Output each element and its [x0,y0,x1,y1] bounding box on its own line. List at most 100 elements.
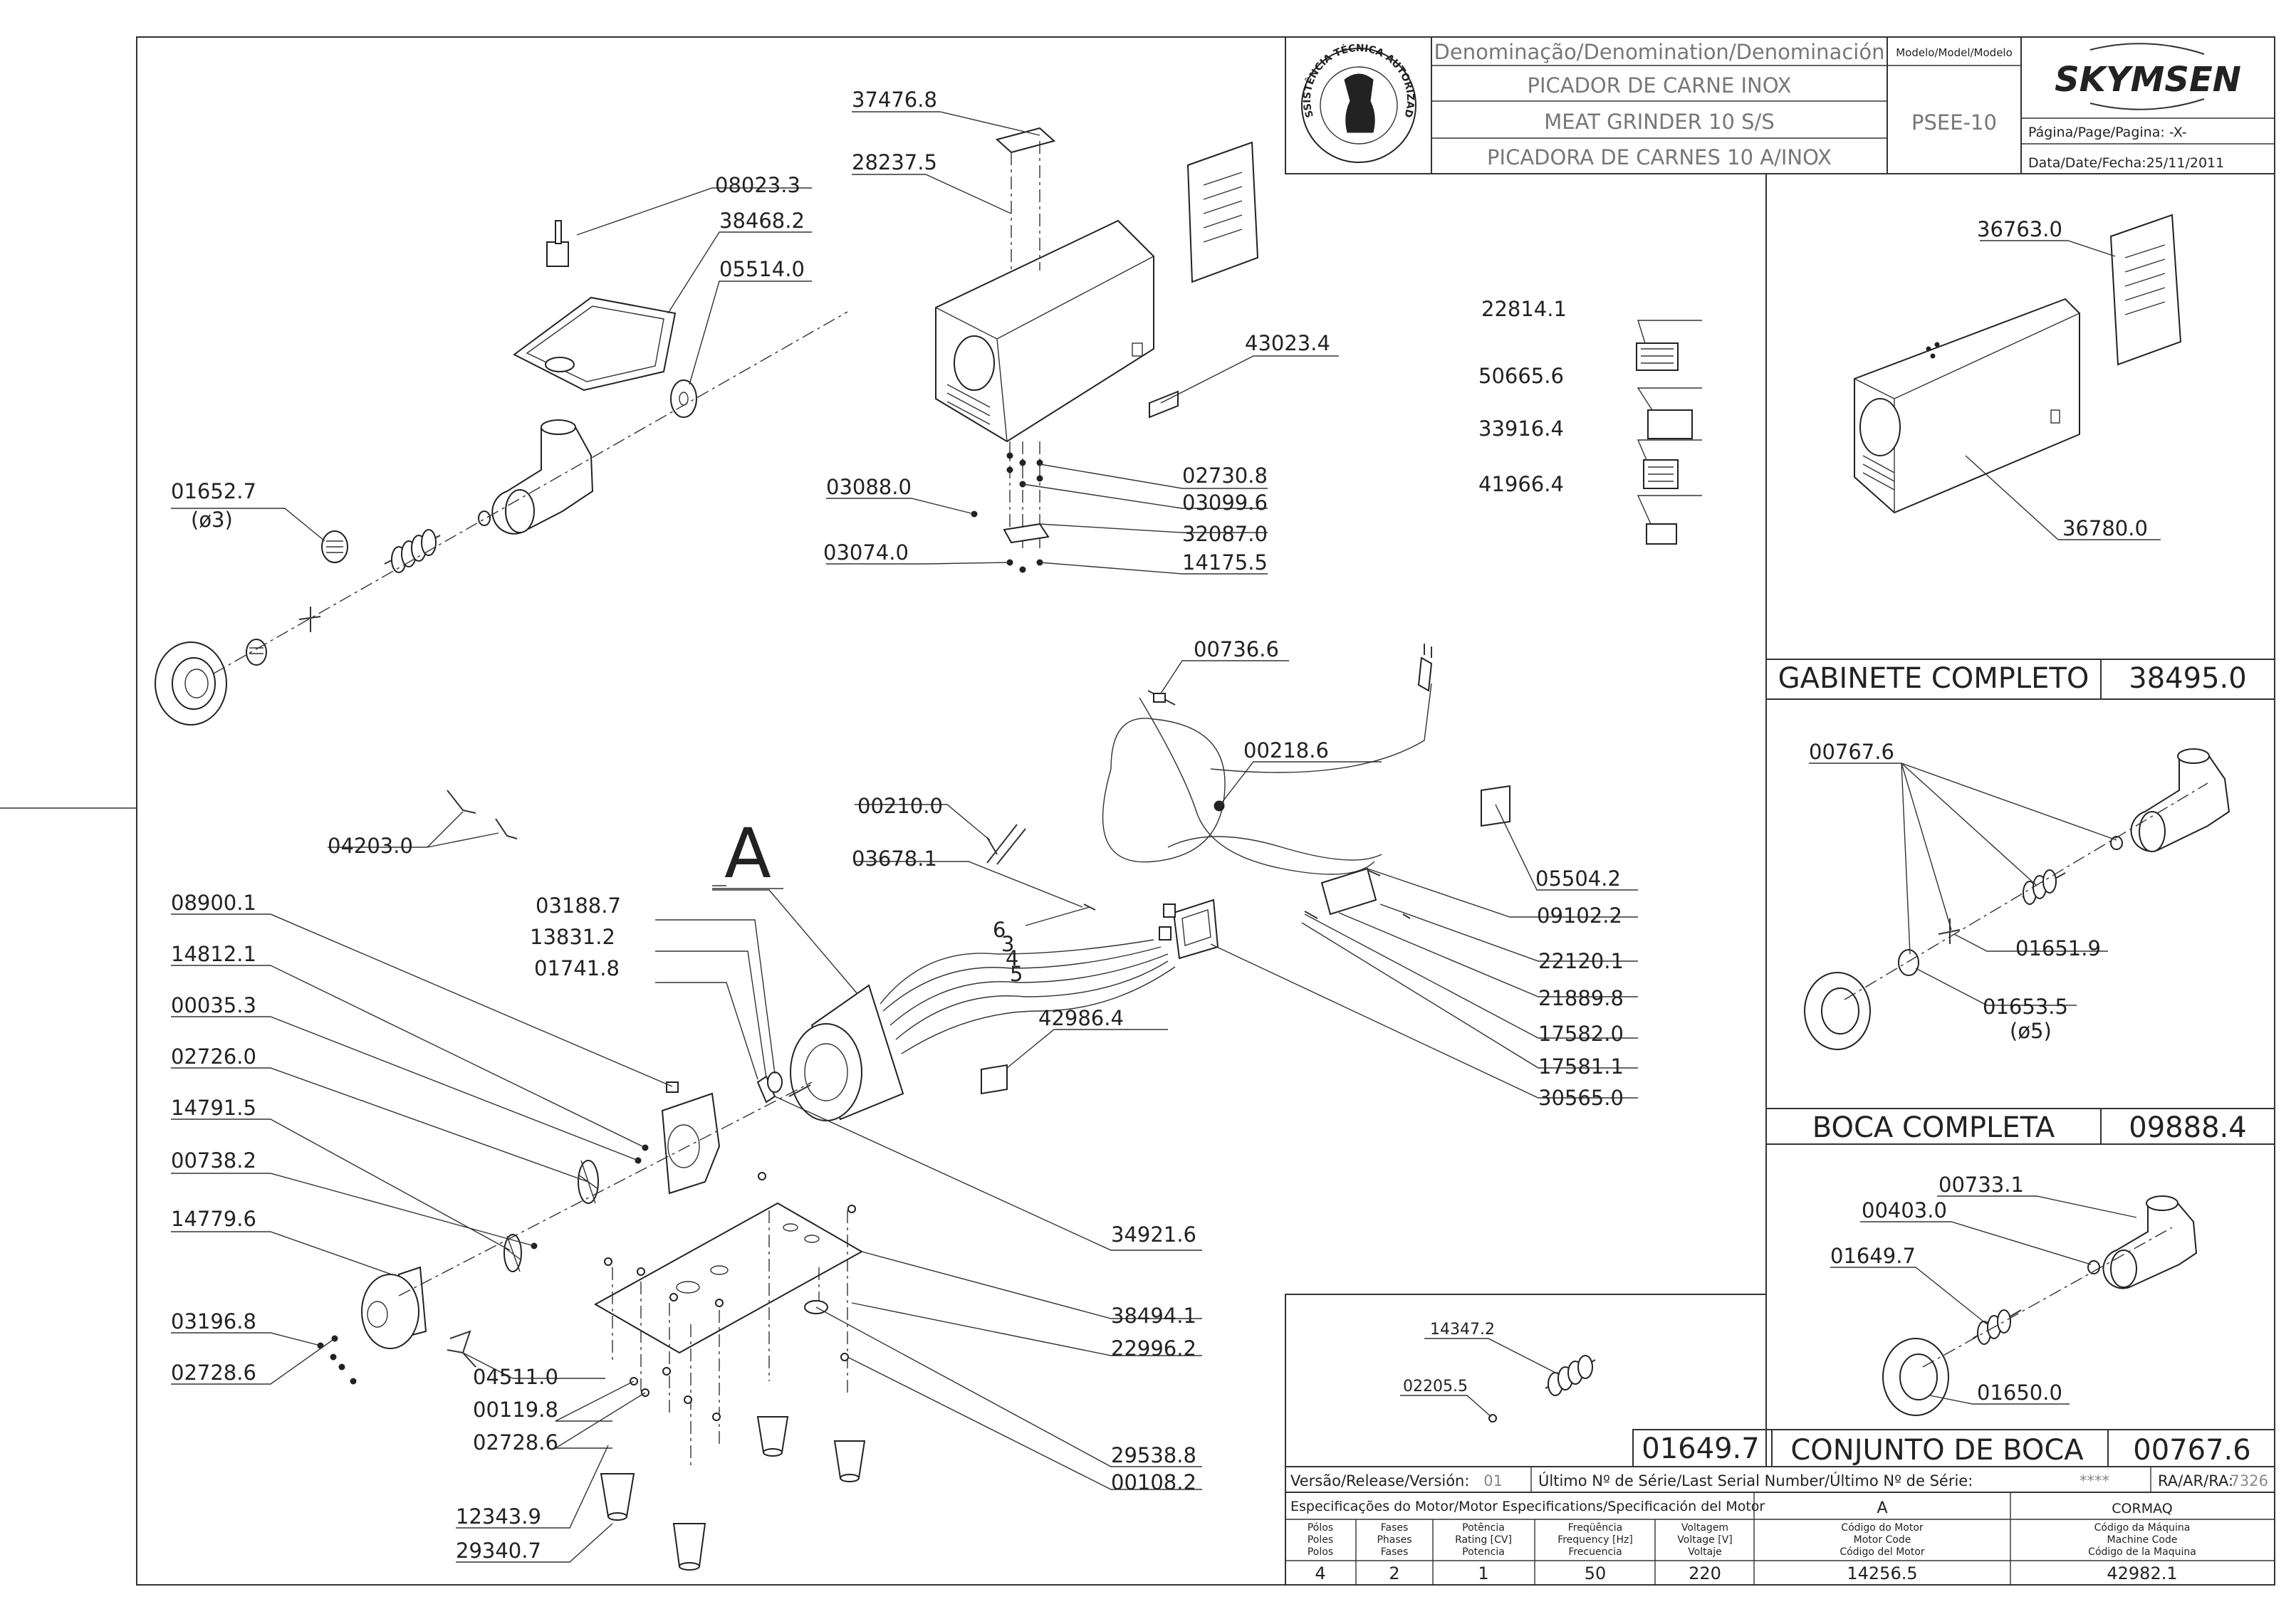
spec-label: Potencia [1462,1546,1505,1558]
part-label: 17582.0 [1538,1022,1624,1046]
base-plate [593,1202,864,1354]
wing-nut-part [447,1330,476,1368]
cabinet-assembly [935,127,1259,573]
name-pt: PICADOR DE CARNE INOX [1527,73,1791,98]
mouth-set-title: CONJUNTO DE BOCA [1790,1434,2084,1467]
part-label: 33916.4 [1478,417,1564,441]
mouth-set-code: 00767.6 [2133,1434,2250,1467]
spec-value-rating: 1 [1478,1563,1488,1583]
part-label: 32087.0 [1182,522,1268,546]
spec-label: Voltaje [1688,1546,1722,1558]
part-label: 41966.4 [1478,472,1564,496]
label-plate [1149,390,1179,419]
part-label: 03196.8 [171,1309,256,1334]
wire-number: 4 [1006,946,1018,970]
cabinet-body [935,219,1154,443]
wire-loop [1102,718,1226,863]
cabinet-panel-code: 38495.0 [2129,662,2246,695]
part-label: 38468.2 [719,209,805,233]
part-label: 02730.8 [1182,463,1268,488]
spec-label: Pólos [1308,1522,1333,1534]
part-label: 42986.4 [1038,1006,1124,1030]
part-label: 29538.8 [1111,1443,1196,1467]
wire-number: 3 [1001,932,1014,956]
part-label: 37476.8 [852,88,937,112]
part-label: 00210.0 [857,794,943,818]
part-label: 02728.6 [171,1361,256,1385]
part-label: 13831.2 [530,925,615,949]
part-label: 01653.5 [1983,995,2068,1019]
part-label: 00733.1 [1938,1173,2024,1197]
part-label: 01741.8 [534,956,620,980]
motor-spec-header: Especificações do Motor/Motor Especifica… [1290,1499,1765,1514]
part-label: 43023.4 [1245,331,1330,355]
spec-label: Phases [1377,1534,1411,1546]
spec-label: Potência [1462,1522,1505,1534]
mouth-set-left-code: 01649.7 [1642,1432,1759,1465]
part-label: 03074.0 [823,540,909,565]
part-label: 14791.5 [171,1096,256,1120]
mouth-panel-drawing: 00767.6 01651.9 01653.5 (ø5) [1804,740,2230,1050]
part-label: 14347.2 [1430,1321,1495,1339]
part-label: 22996.2 [1111,1336,1196,1361]
part-label: 08900.1 [171,891,256,915]
part-label: 01652.7 [171,479,256,503]
part-label: 14175.5 [1182,550,1268,575]
part-label: 00736.6 [1194,637,1279,661]
part-label: 02728.6 [473,1430,558,1455]
tray-part [513,296,677,392]
gear-housing [661,1092,721,1195]
model-header: Modelo/Model/Modelo [1896,46,2013,59]
part-label: 03099.6 [1182,491,1268,515]
part-label: 12343.9 [456,1504,541,1529]
ra-label: RA/AR/RA: [2158,1472,2233,1489]
part-label: 00119.8 [473,1398,558,1422]
ra-value: 7326 [2230,1472,2268,1489]
brand-swoosh [2089,43,2205,110]
part-label: 36763.0 [1977,217,2062,241]
part-label: 02726.0 [171,1044,256,1069]
authorized-service-seal: ASSISTÊNCIA TÉCNICA AUTORIZADA [0,0,1416,163]
sticker-labels [1636,342,1693,545]
spec-value-phases: 2 [1389,1563,1399,1583]
part-label: 36780.0 [2062,516,2148,540]
mouth-set-panel-drawing: 00733.1 00403.0 01649.7 01650.0 [1830,1173,2198,1416]
part-label: 34921.6 [1111,1222,1196,1247]
part-label: 05514.0 [719,257,805,281]
spec-label: Código da Máquina [2094,1522,2191,1534]
part-label: 03678.1 [852,847,937,871]
spec-label: Fases [1381,1522,1409,1534]
motor-code-value: 14256.5 [1847,1563,1917,1583]
denomination-header: Denominação/Denomination/Denominación [1434,40,1885,64]
part-label: 38494.1 [1111,1304,1196,1328]
pusher-part [546,241,569,267]
part-labels: 37476.8 28237.5 08023.3 38468.2 05514.0 … [171,88,1624,1563]
spec-value-voltage: 220 [1689,1563,1721,1583]
part-label: 14779.6 [171,1207,256,1231]
spec-label: Freqüência [1568,1522,1623,1534]
part-label: 03188.7 [536,894,621,918]
serial-label: Último Nº de Série/Last Serial Number/Úl… [1538,1472,1973,1489]
wire-number: 6 [993,918,1006,942]
part-label: 29340.7 [456,1539,541,1563]
callout-a: A [724,814,771,894]
cabinet-panel-drawing: 36763.0 36780.0 [1854,214,2182,540]
spec-label: Polos [1308,1546,1333,1558]
part-label: 02205.5 [1403,1378,1468,1395]
part-label: 00218.6 [1243,738,1329,763]
leader-lines [171,111,1702,1563]
spec-label: Frecuencia [1568,1546,1622,1558]
spec-value-frequency: 50 [1585,1563,1607,1583]
spec-label: Rating [CV] [1455,1534,1512,1546]
model-code: PSEE-10 [1911,110,1997,135]
switch-part [1172,899,1219,960]
part-label: 00738.2 [171,1148,256,1173]
spec-label: Frequency [Hz] [1557,1534,1633,1546]
terminal-block-part [1320,867,1377,916]
mouth-panel-code: 09888.4 [2129,1111,2246,1144]
auger-part [384,529,441,573]
spring-parts [447,790,518,839]
plug-part [1417,656,1433,692]
spec-value-poles: 4 [1315,1563,1325,1583]
